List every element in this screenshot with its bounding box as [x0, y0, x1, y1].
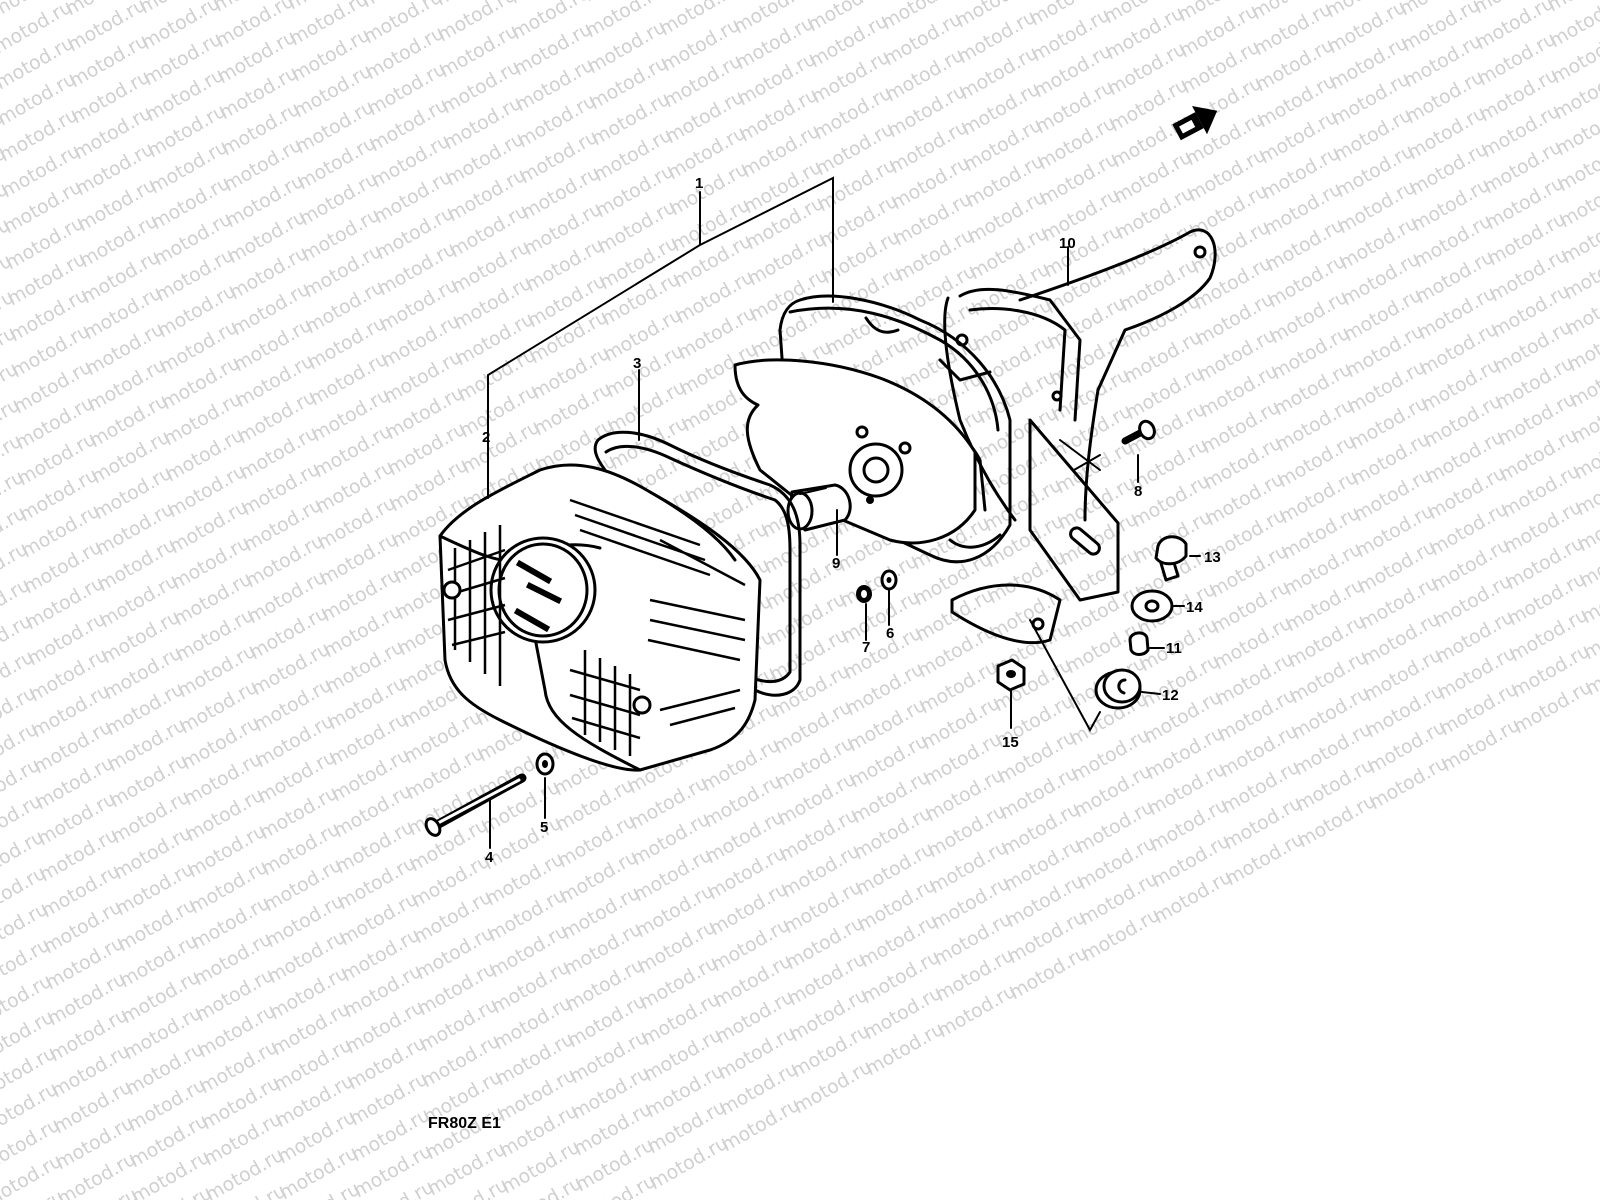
bracket-nut: [996, 658, 1026, 692]
callout-3: 3: [633, 355, 641, 372]
lens-washer: [535, 752, 555, 776]
callout-1: 1: [695, 175, 703, 192]
lens: [438, 463, 762, 772]
callout-5: 5: [540, 819, 548, 836]
callout-7: 7: [862, 639, 870, 656]
base-nut: [856, 585, 872, 603]
mounting-bracket: [943, 228, 1217, 645]
diagram-code: FR80Z E1: [428, 1115, 501, 1132]
callout-8: 8: [1134, 483, 1142, 500]
callout-9: 9: [832, 555, 840, 572]
callout-2: 2: [482, 429, 490, 446]
grommet: [1094, 668, 1142, 710]
front-direction-arrow-icon: [1172, 105, 1218, 141]
mounting-bolt: [1154, 535, 1188, 582]
lens-screw: [424, 773, 527, 837]
callout-11: 11: [1166, 640, 1182, 657]
bracket-screw: [1121, 419, 1156, 445]
callout-13: 13: [1204, 549, 1221, 566]
callout-14: 14: [1186, 599, 1203, 616]
callout-15: 15: [1002, 734, 1019, 751]
leader-lines: [487, 176, 1201, 849]
mounting-washer: [1130, 589, 1174, 623]
collar: [1128, 631, 1150, 656]
callout-10: 10: [1059, 235, 1076, 252]
base-washer: [880, 569, 898, 591]
callout-4: 4: [485, 849, 494, 866]
callout-12: 12: [1162, 687, 1179, 704]
callout-6: 6: [886, 625, 894, 642]
